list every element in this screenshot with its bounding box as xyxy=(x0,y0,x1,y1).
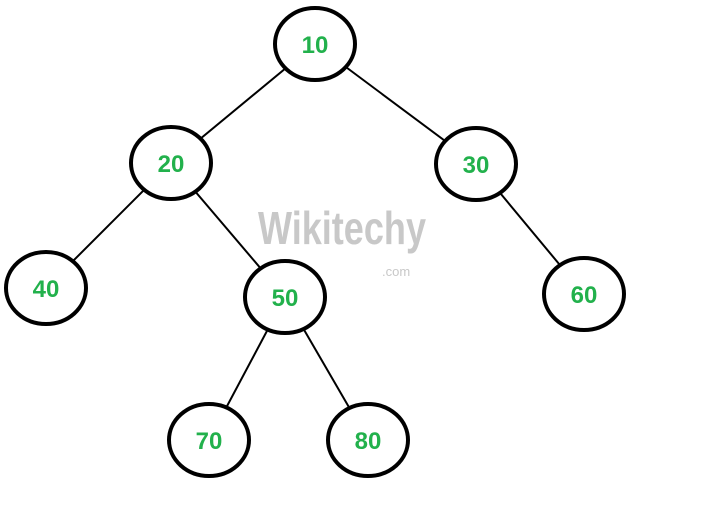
node-circle xyxy=(4,250,88,326)
node-circle xyxy=(326,402,410,478)
wikitechy-watermark: Wikitechy .com xyxy=(258,202,426,279)
tree-node-80: 80 xyxy=(326,402,410,478)
node-label: 20 xyxy=(158,151,185,178)
tree-node-70: 70 xyxy=(167,402,251,478)
node-circle xyxy=(243,259,327,335)
watermark-name: Wikitechy xyxy=(258,202,426,254)
tree-node-20: 20 xyxy=(129,125,213,201)
node-circle xyxy=(167,402,251,478)
node-label: 80 xyxy=(355,428,382,455)
node-circle xyxy=(434,126,518,202)
tree-node-60: 60 xyxy=(542,256,626,332)
node-circle xyxy=(542,256,626,332)
tree-node-40: 40 xyxy=(4,250,88,326)
node-label: 70 xyxy=(196,428,223,455)
node-circle xyxy=(129,125,213,201)
tree-node-50: 50 xyxy=(243,259,327,335)
tree-node-30: 30 xyxy=(434,126,518,202)
watermark-suffix: .com xyxy=(382,264,410,279)
node-label: 40 xyxy=(33,276,60,303)
node-label: 50 xyxy=(272,285,299,312)
node-label: 10 xyxy=(302,32,329,59)
node-label: 60 xyxy=(571,282,598,309)
node-circle xyxy=(273,6,357,82)
node-label: 30 xyxy=(463,152,490,179)
tree-node-10: 10 xyxy=(273,6,357,82)
